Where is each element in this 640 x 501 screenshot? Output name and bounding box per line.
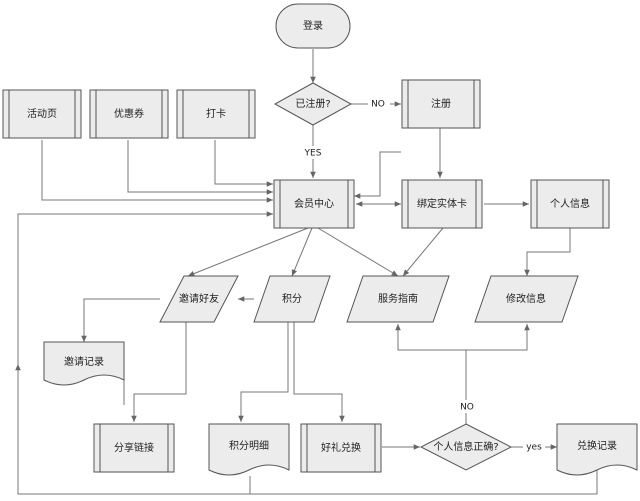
edge-checkin-to-member bbox=[214, 140, 273, 187]
node-invite-record: 邀请记录 bbox=[43, 341, 125, 386]
edge-invite-to-share bbox=[131, 322, 187, 422]
node-gift-exchange: 好礼兑换 bbox=[300, 423, 382, 473]
node-points-label: 积分 bbox=[282, 293, 302, 305]
node-exchange-record-label: 兑换记录 bbox=[577, 439, 617, 452]
edge-register-to-member bbox=[354, 151, 401, 199]
node-activity-page-label: 活动页 bbox=[27, 108, 57, 120]
node-coupon: 优惠券 bbox=[89, 89, 169, 139]
node-points: 积分 bbox=[253, 275, 331, 323]
node-bind-card: 绑定实体卡 bbox=[401, 179, 483, 229]
node-exchange-record: 兑换记录 bbox=[556, 423, 638, 476]
edge-label-no-register: NO bbox=[371, 100, 385, 110]
node-member-center: 会员中心 bbox=[273, 179, 355, 229]
node-personal-info-label: 个人信息 bbox=[550, 197, 590, 210]
edge-member-to-points bbox=[291, 227, 313, 277]
edge-loop-to-member bbox=[17, 211, 273, 366]
node-points-detail-label: 积分明细 bbox=[229, 439, 269, 452]
node-invite-friends-label: 邀请好友 bbox=[179, 292, 219, 305]
edge-label-yes-member: YES bbox=[304, 149, 322, 159]
node-register-label: 注册 bbox=[431, 97, 451, 110]
node-login-label: 登录 bbox=[303, 19, 323, 32]
node-service-guide-label: 服务指南 bbox=[378, 292, 418, 305]
node-share-link: 分享链接 bbox=[93, 423, 175, 473]
node-info-correct-label: 个人信息正确? bbox=[433, 440, 498, 453]
node-info-correct-decision: 个人信息正确? bbox=[419, 423, 513, 471]
node-invite-friends: 邀请好友 bbox=[159, 275, 239, 323]
edge-exchange-loop bbox=[15, 364, 598, 495]
node-gift-exchange-label: 好礼兑换 bbox=[321, 441, 361, 454]
node-member-center-label: 会员中心 bbox=[294, 197, 334, 210]
edge-label-yes-exchange: yes bbox=[526, 443, 542, 453]
node-activity-page: 活动页 bbox=[2, 89, 82, 139]
node-register: 注册 bbox=[401, 79, 481, 129]
node-coupon-label: 优惠券 bbox=[114, 107, 144, 120]
node-modify-info-label: 修改信息 bbox=[506, 292, 546, 305]
edge-bind-to-guide bbox=[402, 227, 444, 277]
node-invite-record-label: 邀请记录 bbox=[64, 355, 104, 368]
node-points-detail: 积分明细 bbox=[208, 423, 290, 476]
node-login: 登录 bbox=[275, 3, 351, 49]
edge-coupon-to-member bbox=[127, 140, 273, 195]
node-registered-label: 已注册? bbox=[295, 97, 330, 110]
connectors bbox=[15, 49, 598, 495]
edge-labels: NO YES NO yes bbox=[300, 97, 545, 454]
edge-member-to-invite bbox=[187, 227, 309, 277]
edge-points-to-detail bbox=[238, 322, 289, 422]
edge-activity-to-member bbox=[41, 140, 273, 203]
node-personal-info: 个人信息 bbox=[530, 179, 610, 229]
edge-member-to-guide bbox=[317, 227, 399, 277]
node-checkin-label: 打卡 bbox=[206, 107, 226, 120]
edge-label-no-modify: NO bbox=[460, 403, 474, 413]
node-checkin: 打卡 bbox=[176, 89, 256, 139]
edge-check-no-guide bbox=[395, 324, 467, 424]
node-modify-info: 修改信息 bbox=[474, 275, 579, 323]
edge-personal-to-modify bbox=[524, 228, 571, 276]
node-registered-decision: 已注册? bbox=[273, 82, 353, 126]
node-service-guide: 服务指南 bbox=[346, 275, 450, 323]
edge-points-to-gift bbox=[293, 322, 345, 422]
node-bind-card-label: 绑定实体卡 bbox=[417, 197, 467, 210]
edge-check-no-modify bbox=[466, 324, 530, 351]
edge-invite-to-record bbox=[81, 298, 160, 342]
node-share-link-label: 分享链接 bbox=[114, 441, 154, 454]
